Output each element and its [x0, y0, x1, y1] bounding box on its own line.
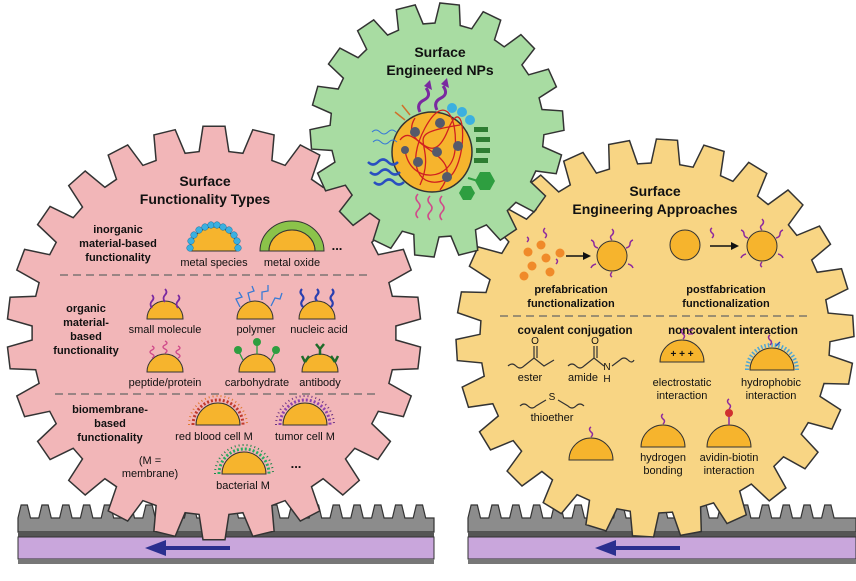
- ester-structure: O: [507, 336, 555, 369]
- metal-species-label: metal species: [180, 257, 248, 269]
- ester-label: ester: [518, 372, 543, 384]
- postfab-label-1: postfabrication: [686, 284, 766, 296]
- nucleic-acid-particle: [298, 288, 336, 320]
- organic-label-4: functionality: [53, 345, 119, 357]
- avidin-biotin-particle: [706, 398, 752, 448]
- membrane-note-1: (M =: [139, 455, 161, 467]
- tumor-cell-membrane-particle: [275, 395, 335, 426]
- center-gear-content: Surface Engineered NPs: [367, 44, 495, 221]
- inorganic-label-1: inorganic: [93, 224, 143, 236]
- covalent-particle: [568, 426, 614, 461]
- right-rack: [467, 504, 856, 564]
- hydrophobic-particle: [745, 334, 799, 371]
- biomembrane-label-3: functionality: [77, 432, 143, 444]
- electrostatic-label-2: interaction: [657, 390, 708, 402]
- right-gear-content: Surface Engineering Approaches: [500, 183, 810, 477]
- small-molecule-particle: [146, 288, 184, 320]
- nucleic-acid-label: nucleic acid: [290, 324, 347, 336]
- center-title-line2: Engineered NPs: [386, 62, 494, 78]
- hydrogen-bonding-particle: [640, 413, 686, 448]
- center-title-line1: Surface: [414, 44, 466, 60]
- antibody-particle: [300, 343, 340, 373]
- membrane-note-2: membrane): [122, 468, 178, 480]
- electrostatic-label-1: electrostatic: [653, 377, 712, 389]
- right-rack-dark-line: [468, 532, 856, 537]
- bacterial-membrane-particle: [214, 444, 274, 475]
- left-arrow: [145, 540, 230, 556]
- right-title-line1: Surface: [629, 183, 681, 199]
- amide-hydrogen: H: [603, 374, 610, 385]
- right-title-line2: Engineering Approaches: [572, 201, 737, 217]
- avidin-biotin-label-1: avidin-biotin: [700, 452, 759, 464]
- inorganic-label-3: functionality: [85, 252, 151, 264]
- biomembrane-label-2: based: [94, 418, 126, 430]
- left-gear-content: Surface Functionality Types inorganic ma…: [53, 173, 380, 492]
- carbohydrate-particle: [234, 338, 280, 373]
- organic-label-1: organic: [66, 303, 106, 315]
- right-arrow: [595, 540, 680, 556]
- amide-oxygen: O: [591, 336, 599, 347]
- right-rack-bottom-line: [468, 559, 856, 564]
- left-title-line2: Functionality Types: [140, 191, 271, 207]
- antibody-label: antibody: [299, 377, 341, 389]
- avidin-biotin-label-2: interaction: [704, 465, 755, 477]
- metal-species-particle: [186, 221, 242, 252]
- prefabrication-illustration: [519, 227, 634, 281]
- inorganic-more: ...: [332, 238, 343, 253]
- metal-oxide-label: metal oxide: [264, 257, 320, 269]
- polymer-label: polymer: [236, 324, 275, 336]
- noncovalent-heading: noncovalent interaction: [668, 325, 798, 337]
- red-blood-cell-membrane-particle: [188, 395, 248, 426]
- biomembrane-more: ...: [291, 456, 302, 471]
- metal-oxide-particle: [259, 220, 325, 252]
- electrostatic-particle: + + +: [659, 328, 705, 363]
- electrostatic-charges: + + +: [670, 349, 693, 360]
- hydrophobic-label-2: interaction: [746, 390, 797, 402]
- hydrophobic-label-1: hydrophobic: [741, 377, 801, 389]
- covalent-heading: covalent conjugation: [517, 325, 632, 337]
- engineered-nanoparticle-illustration: [367, 78, 495, 221]
- hydrogen-bonding-label-1: hydrogen: [640, 452, 686, 464]
- amide-structure: O N H: [567, 336, 635, 385]
- left-rack-bottom-line: [18, 559, 434, 564]
- ester-oxygen: O: [531, 336, 539, 347]
- carbohydrate-label: carbohydrate: [225, 377, 289, 389]
- bacterial-membrane-label: bacterial M: [216, 480, 270, 492]
- inorganic-label-2: material-based: [79, 238, 157, 250]
- thioether-sulfur: S: [549, 392, 556, 403]
- thioether-label: thioether: [531, 412, 574, 424]
- biomembrane-label-1: biomembrane-: [72, 404, 148, 416]
- amide-nitrogen: N: [603, 362, 610, 373]
- prefab-label-2: functionalization: [527, 298, 615, 310]
- thioether-structure: S: [519, 392, 585, 409]
- polymer-particle: [235, 285, 283, 320]
- left-title-line1: Surface: [179, 173, 231, 189]
- peptide-protein-label: peptide/protein: [129, 377, 202, 389]
- tumor-cell-membrane-label: tumor cell M: [275, 431, 335, 443]
- organic-label-2: material-: [63, 317, 109, 329]
- organic-label-3: based: [70, 331, 102, 343]
- hydrogen-bonding-label-2: bonding: [643, 465, 682, 477]
- postfabrication-illustration: [669, 218, 784, 268]
- red-blood-cell-membrane-label: red blood cell M: [175, 431, 253, 443]
- prefab-label-1: prefabrication: [534, 284, 608, 296]
- small-molecule-label: small molecule: [129, 324, 202, 336]
- peptide-protein-particle: [146, 340, 184, 373]
- postfab-label-2: functionalization: [682, 298, 770, 310]
- amide-label: amide: [568, 372, 598, 384]
